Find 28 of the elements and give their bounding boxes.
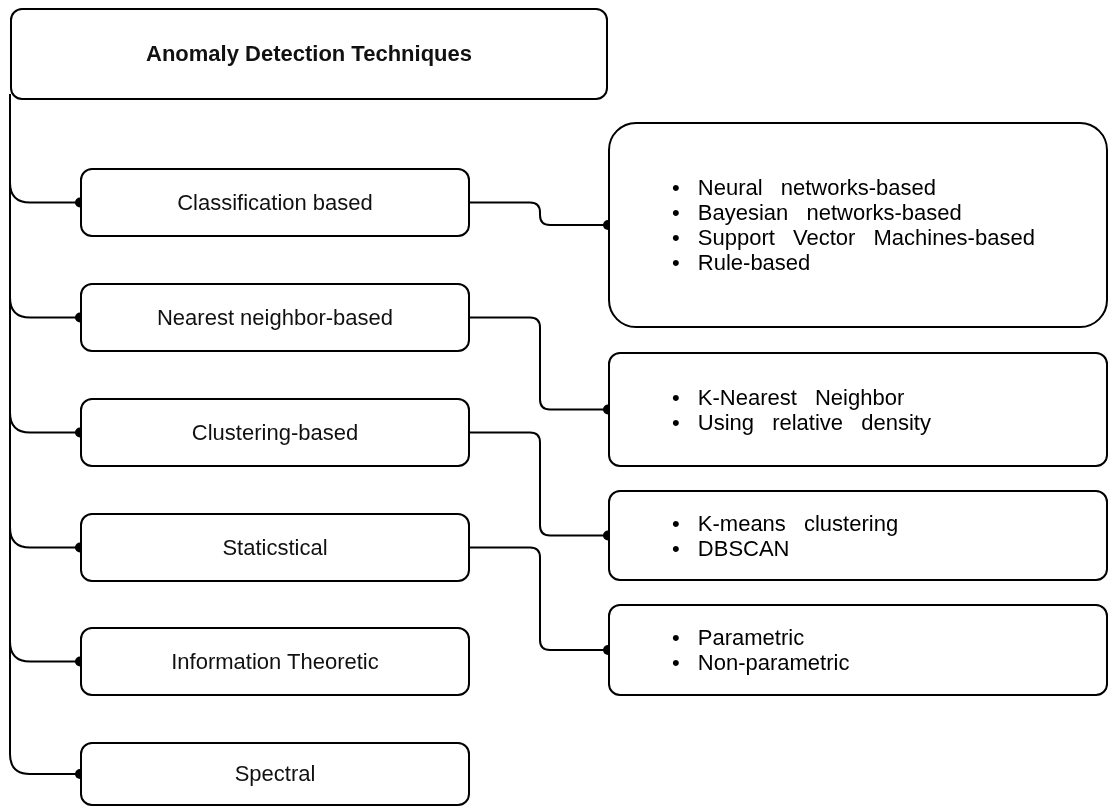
list-box xyxy=(608,604,1108,696)
list-item: • DBSCAN xyxy=(672,535,791,561)
list-item: • K-means clustering xyxy=(672,510,899,536)
category-box xyxy=(80,168,470,237)
node-label: Clustering-based xyxy=(191,419,359,446)
node-label: Anomaly Detection Techniques xyxy=(146,41,472,67)
list-box xyxy=(608,352,1108,467)
node-label: Information Theoretic xyxy=(171,648,379,675)
list-item: • Parametric xyxy=(672,625,806,650)
list-box xyxy=(608,122,1108,328)
node-label: Nearest neighbor-based xyxy=(156,304,393,331)
node-label: Staticstical xyxy=(222,534,328,561)
category-box xyxy=(80,627,470,696)
list-item: • K-Nearest Neighbor xyxy=(672,384,906,410)
title-box xyxy=(10,8,608,100)
node-label: Spectral xyxy=(234,761,316,787)
category-box xyxy=(80,283,470,352)
node-label: Classification based xyxy=(177,189,373,216)
category-box xyxy=(80,742,470,806)
list-item: • Non-parametric xyxy=(672,650,850,675)
list-item: • Using relative density xyxy=(672,409,931,435)
list-item: • Rule-based xyxy=(672,250,812,275)
list-box xyxy=(608,490,1108,581)
list-item: • Support Vector Machines-based xyxy=(672,225,1035,250)
category-box xyxy=(80,513,470,582)
list-item: • Neural networks-based xyxy=(672,175,938,200)
category-box xyxy=(80,398,470,467)
list-item: • Bayesian networks-based xyxy=(672,200,963,225)
